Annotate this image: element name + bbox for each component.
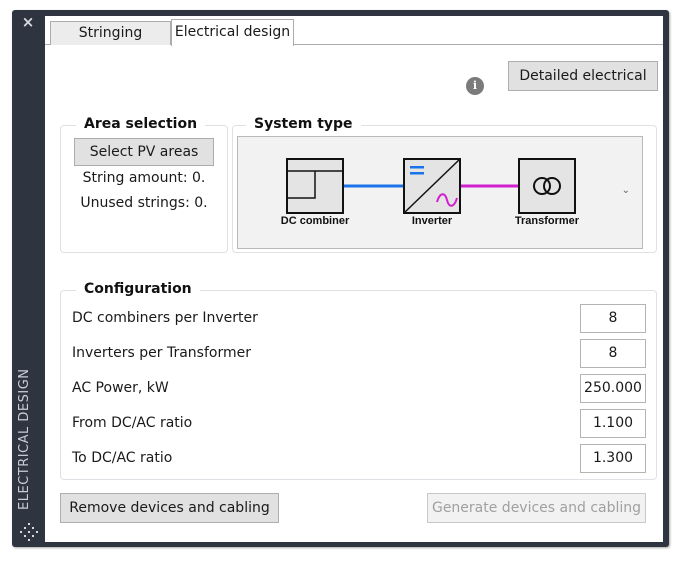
info-icon[interactable]: i (466, 77, 484, 95)
configuration-title: Configuration (76, 281, 200, 297)
ac-power-input[interactable]: 250.000 (580, 374, 646, 403)
select-pv-areas-button[interactable]: Select PV areas (74, 138, 214, 166)
area-selection-title: Area selection (76, 116, 206, 132)
string-amount-text: String amount: 0. (82, 170, 206, 186)
system-type-title: System type (246, 116, 361, 132)
dc-combiners-input[interactable]: 8 (580, 304, 646, 333)
config-row-ac-power: AC Power, kW 250.000 (72, 374, 646, 403)
system-type-selector[interactable]: DC combiner Inverter Transformer ⌄ (237, 136, 643, 249)
config-row-from-ratio: From DC/AC ratio 1.100 (72, 409, 646, 438)
remove-devices-button[interactable]: Remove devices and cabling (60, 493, 279, 523)
electrical-design-palette: × ELECTRICAL DESIGN Stringing Electrical… (12, 10, 669, 547)
palette-content: Stringing Electrical design i Detailed e… (45, 16, 663, 542)
detailed-electrical-button[interactable]: Detailed electrical (508, 61, 658, 91)
transformer-label: Transformer (514, 215, 580, 227)
close-icon[interactable]: × (21, 13, 35, 31)
dc-combiners-label: DC combiners per Inverter (72, 310, 258, 326)
area-selection-group: Area selection Select PV areas String am… (60, 116, 228, 253)
system-type-group: System type DC combiner (232, 116, 657, 253)
configuration-group: Configuration DC combiners per Inverter … (60, 281, 657, 480)
palette-grip-icon[interactable] (20, 523, 38, 541)
to-ratio-label: To DC/AC ratio (72, 450, 173, 466)
palette-title: ELECTRICAL DESIGN (17, 368, 32, 510)
inverter-icon (403, 158, 461, 214)
transformer-icon (518, 158, 576, 214)
tab-electrical-design[interactable]: Electrical design (171, 19, 294, 46)
dc-combiner-icon (286, 158, 344, 214)
inverters-input[interactable]: 8 (580, 339, 646, 368)
generate-devices-button[interactable]: Generate devices and cabling (427, 493, 646, 523)
dc-combiner-label: DC combiner (280, 215, 350, 227)
tab-stringing[interactable]: Stringing (50, 21, 171, 45)
config-row-to-ratio: To DC/AC ratio 1.300 (72, 444, 646, 473)
config-row-inverters: Inverters per Transformer 8 (72, 339, 646, 368)
system-diagram (344, 184, 518, 188)
unused-strings-text: Unused strings: 0. (80, 195, 208, 211)
inverters-label: Inverters per Transformer (72, 345, 251, 361)
chevron-down-icon[interactable]: ⌄ (621, 185, 630, 196)
from-ratio-input[interactable]: 1.100 (580, 409, 646, 438)
inverter-label: Inverter (411, 215, 453, 227)
from-ratio-label: From DC/AC ratio (72, 415, 193, 431)
to-ratio-input[interactable]: 1.300 (580, 444, 646, 473)
palette-side-strip[interactable]: × ELECTRICAL DESIGN (12, 10, 44, 547)
config-row-dc-combiners: DC combiners per Inverter 8 (72, 304, 646, 333)
ac-power-label: AC Power, kW (72, 380, 169, 396)
tab-bar: Stringing Electrical design (45, 16, 663, 46)
